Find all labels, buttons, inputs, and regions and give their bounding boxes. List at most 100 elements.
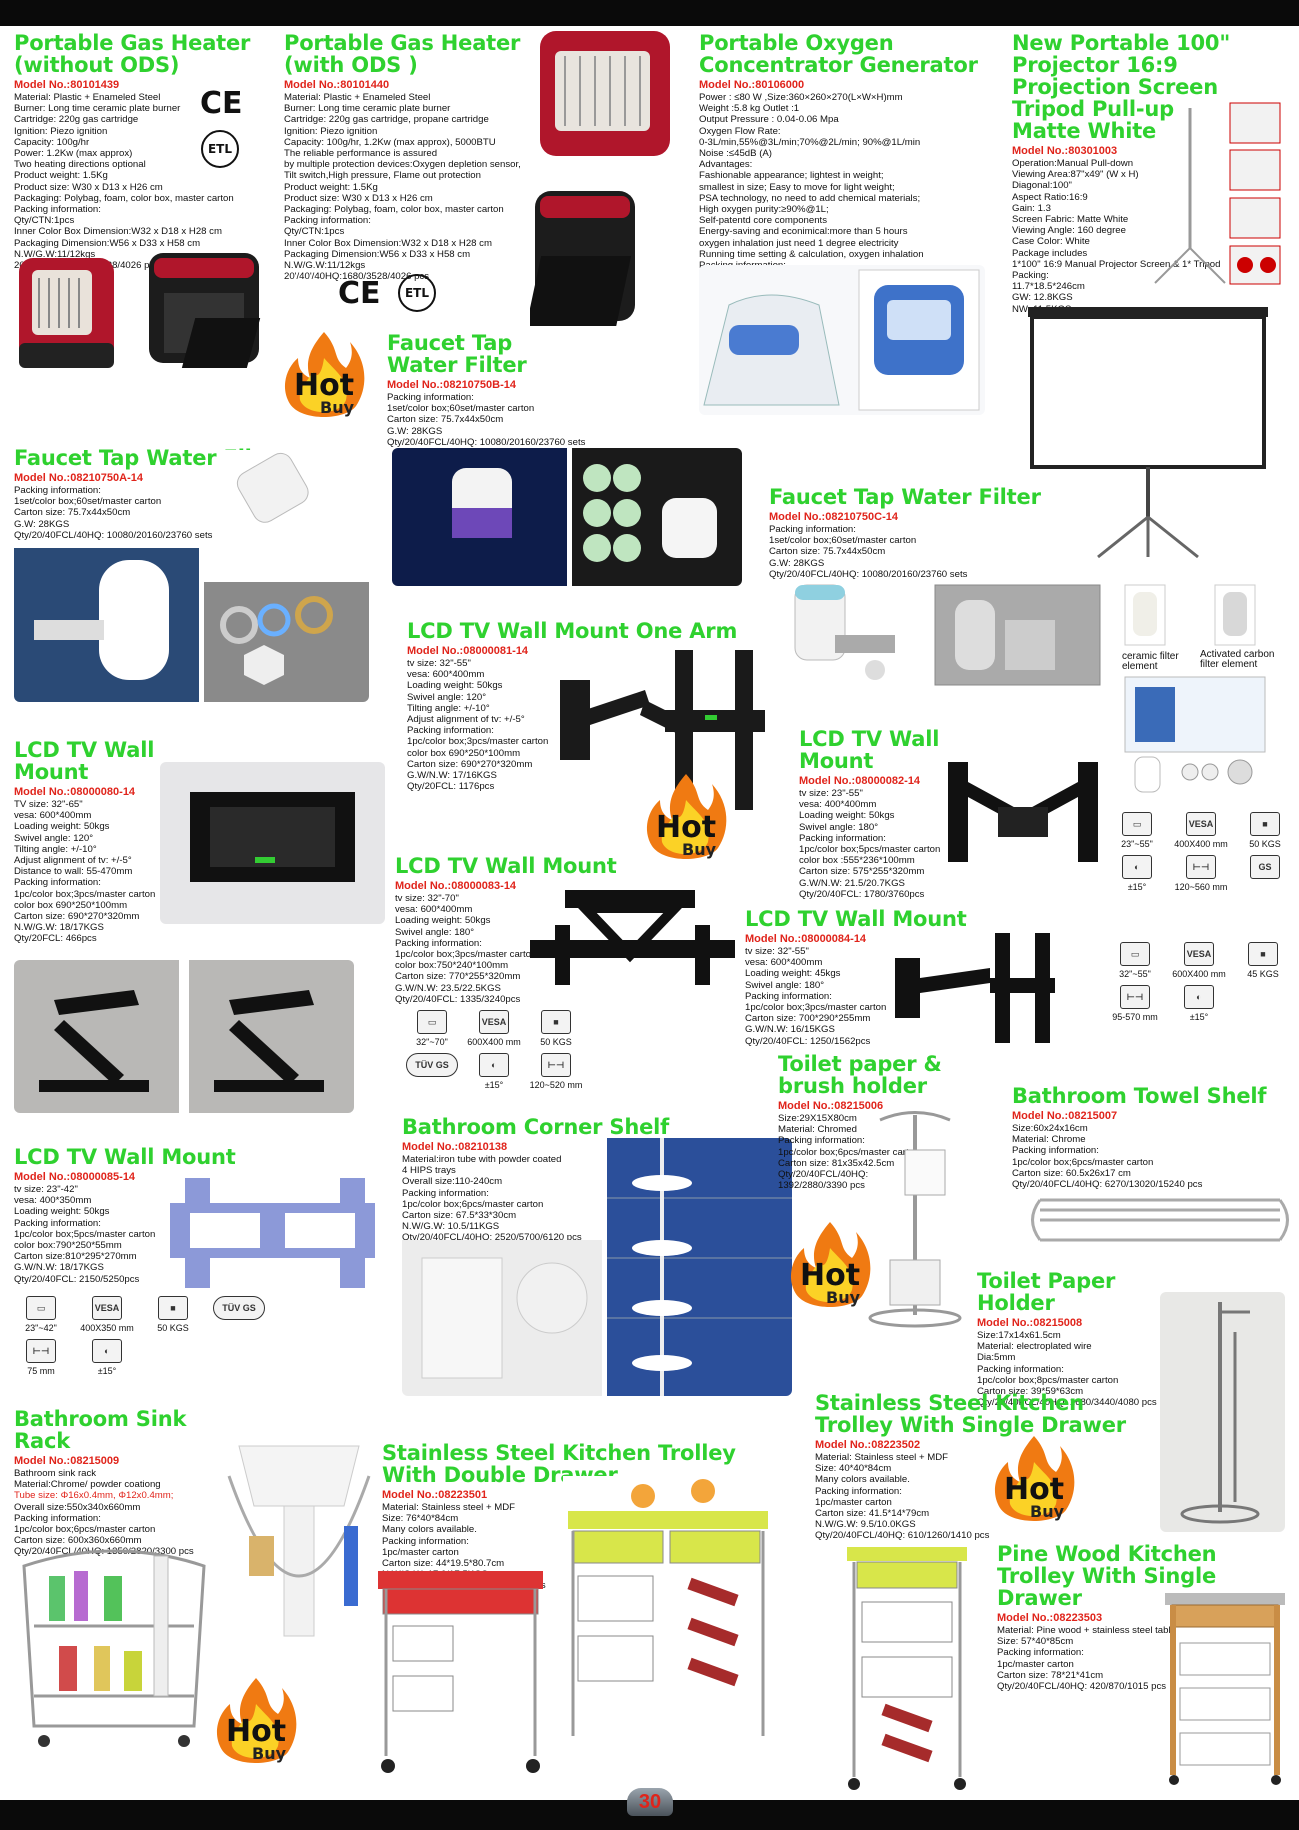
spec-line: Packing information: [14, 877, 101, 889]
spec-line: Packing information: [799, 832, 886, 844]
spec-line: Carton size: 39*59*63cm [977, 1386, 1084, 1398]
spec-line: 1pc/color box;6pcs/master carton [1012, 1156, 1154, 1168]
model-number: Model No.:80106000 [699, 79, 805, 91]
spec-line: Packing information: [284, 215, 371, 227]
product-title-line2: Water Filter [387, 353, 527, 377]
product-title: Portable Gas Heater [284, 31, 521, 55]
model-number: Model No.:08210750B-14 [387, 379, 516, 391]
spec-line: 1set/color box;60set/master carton [769, 535, 917, 547]
buy-label: Buy [320, 398, 355, 417]
product-title-line3: Drawer [997, 1586, 1082, 1610]
product-title: Bathroom Corner Shelf [402, 1115, 670, 1139]
weight-label: 50 KGS [540, 1037, 572, 1047]
product-title-line4: Tripod Pull-up [1012, 97, 1175, 121]
spec-line: color box :555*236*100mm [799, 855, 915, 867]
gas-heater-photo [19, 253, 261, 368]
projector-tripod-thumbnails [1154, 102, 1281, 285]
spec-line: Distance to wall: 55-470mm [14, 866, 133, 878]
product-faucet-filter-b: Faucet Tap Water Filter Model No.:082107… [387, 332, 687, 448]
product-title: Toilet paper & [778, 1052, 942, 1076]
buy-label: Buy [826, 1288, 861, 1307]
tv-mount-080-photo [160, 762, 385, 924]
filter-element-thumbs [1124, 584, 1256, 646]
spec-line: Overall size:110-240cm [402, 1176, 503, 1188]
tilt-label: ±15° [484, 1080, 504, 1090]
spec-line: Advantages: [699, 159, 753, 171]
model-number: Model No.:08215007 [1012, 1110, 1118, 1122]
spec-list: Packing information:1set/color box;60set… [14, 485, 324, 541]
spec-line: 1pc/master carton [997, 1658, 1074, 1670]
spec-line: Qty/20/40FCL/40HQ: 10080/20160/23760 set… [769, 568, 968, 580]
product-title: Pine Wood Kitchen [997, 1542, 1217, 1566]
spec-line: Operation:Manual Pull-down [1012, 158, 1134, 169]
spec-line: Size: 76*40*84cm [382, 1513, 459, 1525]
spec-line: tv size: 32"-70" [395, 893, 459, 904]
spec-line: Package includes [1012, 247, 1088, 259]
tilt-label: ±15° [1189, 1012, 1209, 1022]
spec-line: Aspect Ratio:16:9 [1012, 191, 1088, 203]
product-tv-mount-083: LCD TV Wall Mount Model No.:08000083-14 … [395, 855, 695, 1005]
spec-line: 1set/color box;60set/master carton [14, 496, 162, 508]
spec-line: Material: Stainless steel + MDF [382, 1502, 516, 1513]
spec-line: vesa: 600*400mm [395, 904, 473, 916]
spec-line: Power : ≤80 W ,Size:360×260×270(L×W×H)mm [699, 92, 903, 103]
spec-line: Screen Fabric: Matte White [1012, 214, 1129, 226]
spec-line: Material: Chromed [778, 1124, 857, 1136]
spec-line: Ignition: Piezo ignition [14, 125, 108, 137]
tv-size-label: 23"~42" [25, 1323, 57, 1333]
product-title-line2: (without ODS) [14, 53, 180, 77]
product-title: LCD TV Wall Mount [14, 738, 155, 784]
spec-line: Ignition: Piezo ignition [284, 125, 378, 137]
spec-line: N.W/G.W:11/12kgs [284, 260, 366, 272]
spec-line: Qty/CTN:1pcs [284, 226, 345, 238]
tube-size-spec: Tube size: Φ16x0.4mm, Φ12x0.4mm; [14, 1490, 174, 1502]
spec-line: Carton size: 75.7x44x50cm [387, 414, 504, 426]
distance-label: 120~520 mm [529, 1080, 583, 1090]
spec-line: Material: Chrome [1012, 1134, 1086, 1146]
model-number: Model No.:80301003 [1012, 145, 1118, 157]
spec-line: Material: Plastic + Enameled Steel [284, 92, 431, 103]
spec-line: G.W/N.W: 23.5/22.5KGS [395, 982, 501, 994]
weight-label: 50 KGS [157, 1323, 189, 1333]
sink-rack-photo [22, 1426, 384, 1747]
top-black-band [0, 0, 1299, 26]
spec-line: Qty/20/40FCL/40HQ: 610/1260/1410 pcs [815, 1530, 990, 1542]
spec-line: Carton size:810*295*270mm [14, 1251, 137, 1263]
spec-line: Capacity: 100g/hr, 1.2Kw (max approx), 5… [284, 136, 496, 148]
spec-line: Qty/20/40FCL: 1250/1562pcs [745, 1035, 871, 1047]
flame-icon [216, 1678, 297, 1763]
tilt-icon: ◐±15° [1172, 985, 1226, 1022]
gs-mark-icon: GS [1238, 855, 1292, 892]
ce-mark: CE [338, 276, 381, 311]
spec-line: Material:Chrome/ powder coationg [14, 1479, 161, 1491]
spec-line: Packing information: [14, 485, 101, 496]
spec-line: Packing information: [402, 1187, 489, 1199]
product-toilet-paper-holder: Toilet Paper Holder Model No.:08215008 S… [977, 1270, 1177, 1408]
model-number: Model No.:08000082-14 [799, 775, 921, 787]
spec-line: 1pc/color box;6pcs/master carton [778, 1146, 920, 1158]
product-title: Faucet Tap Water Filter [769, 485, 1041, 509]
spec-line: Carton size: 770*255*320mm [395, 971, 521, 983]
gas-heater-ods-photo [530, 31, 670, 326]
spec-line: Tilting angle: +/-10° [14, 843, 97, 855]
corner-shelf-photo [402, 1138, 792, 1396]
toilet-paper-holder-photo [1160, 1292, 1285, 1532]
hot-label: Hot [800, 1258, 861, 1293]
hot-label: Hot [1004, 1472, 1065, 1507]
product-title: LCD TV Wall Mount [799, 727, 940, 773]
distance-icon: ⊢⊣75 mm [14, 1339, 68, 1376]
ceramic-filter-caption: ceramic filter element [1122, 651, 1179, 672]
spec-line: Noise :≤45dB (A) [699, 148, 772, 160]
model-number: Model No.:08000080-14 [14, 786, 136, 798]
toilet-brush-holder-photo [868, 1111, 962, 1328]
tilt-icon: ◐±15° [80, 1339, 134, 1376]
weight-icon: ■50 KGS [146, 1296, 200, 1333]
spec-line: color box:790*250*55mm [14, 1240, 122, 1252]
